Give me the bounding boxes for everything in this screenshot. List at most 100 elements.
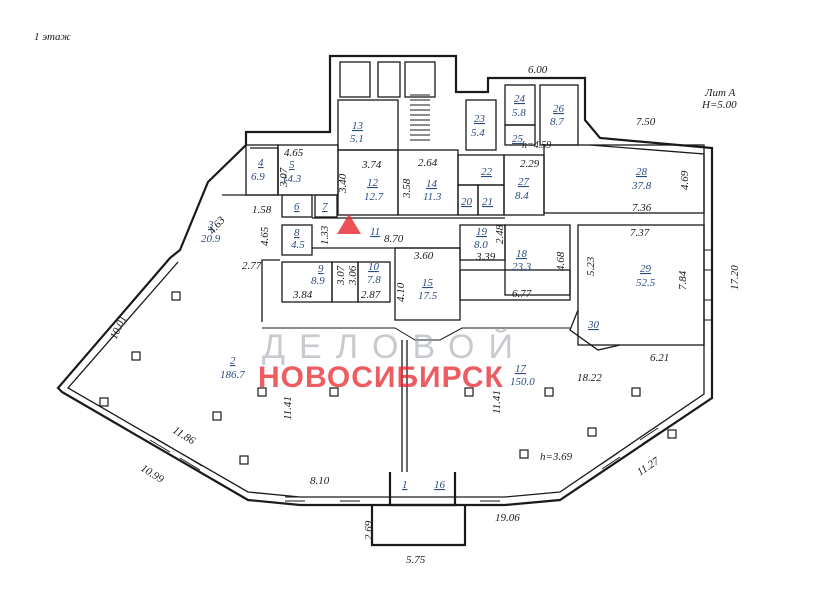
dimension: 4.65 xyxy=(284,147,304,159)
window-ticks xyxy=(149,249,712,502)
dimension: 4.10 xyxy=(395,282,407,302)
watermark-line2: НОВОСИБИРСК xyxy=(258,361,504,394)
room-number: 19 xyxy=(476,226,488,238)
room-area: 11.3 xyxy=(423,191,442,203)
dimension: 5.75 xyxy=(406,554,426,566)
dimension: 3.74 xyxy=(361,159,382,171)
dimension-labels: 6.00 7.50 4.65 3.74 2.64 2.29 3.07 3.40 … xyxy=(108,64,741,566)
watermark-line1: ДЕЛОВОЙ xyxy=(262,328,527,366)
dimension: 2.64 xyxy=(418,157,438,169)
room-area: 17.5 xyxy=(418,290,438,302)
dimension: 6.77 xyxy=(512,288,532,300)
room-area: 5.8 xyxy=(512,107,526,119)
room-number: 14 xyxy=(426,178,438,190)
room-number: 21 xyxy=(482,196,493,208)
dimension: 5.23 xyxy=(585,256,597,276)
dimension: 11.86 xyxy=(170,424,197,447)
building-letter: Лит А xyxy=(704,87,736,99)
dimension: 2.77 xyxy=(242,260,262,272)
dimension: 8.10 xyxy=(310,475,330,487)
room-area: 4.5 xyxy=(291,239,305,251)
dimension: 1.33 xyxy=(319,225,331,245)
dimension: 3.07 xyxy=(335,265,347,286)
dimension: 10.99 xyxy=(138,462,166,486)
dimension: 3.07 xyxy=(278,167,290,188)
room-area: 186.7 xyxy=(220,369,245,381)
room-number: 25 xyxy=(512,133,524,145)
dimension: 3.60 xyxy=(413,250,434,262)
room-number: 1 xyxy=(402,479,408,491)
dimension: 11.41 xyxy=(282,396,294,420)
dimension: 4.69 xyxy=(679,170,691,190)
room-number: 17 xyxy=(515,363,527,375)
dimension: 2.29 xyxy=(520,158,540,170)
room-number: 10 xyxy=(368,261,380,273)
room-number: 11 xyxy=(370,226,380,238)
dimension: 3.40 xyxy=(337,173,349,194)
dimension: 2.48 xyxy=(494,224,506,244)
dimension: 7.36 xyxy=(632,202,652,214)
dimension: 6.21 xyxy=(650,352,669,364)
room-number: 26 xyxy=(553,103,565,115)
dimension: 10.01 xyxy=(108,314,130,342)
dimension: 6.00 xyxy=(528,64,548,76)
room-number: 5 xyxy=(289,159,295,171)
stairs xyxy=(410,94,430,141)
room-number: 7 xyxy=(322,201,328,213)
dimension: 8.70 xyxy=(384,233,404,245)
dimension: 3.58 xyxy=(401,178,413,199)
room-area: 150.0 xyxy=(510,376,535,388)
dimension: 3.84 xyxy=(292,289,313,301)
room-number: 12 xyxy=(367,177,379,189)
dimension: 19.06 xyxy=(495,512,520,524)
dimension: 3.06 xyxy=(347,265,359,286)
dimension: 18.22 xyxy=(577,372,602,384)
room-area: 8.7 xyxy=(550,116,564,128)
room-area: 5.4 xyxy=(471,127,485,139)
room-number: 2 xyxy=(230,355,236,367)
room-area: 37.8 xyxy=(631,180,652,192)
dimension: 2.87 xyxy=(361,289,381,301)
ceiling-height-upper: h=4.59 xyxy=(522,140,551,151)
dimension: 4.65 xyxy=(259,226,271,246)
room-number: 6 xyxy=(294,201,300,213)
room-number: 18 xyxy=(516,248,528,260)
room-area: 14.3 xyxy=(282,173,302,185)
floor-label: 1 этаж xyxy=(34,31,72,43)
dimension: 4.68 xyxy=(555,251,567,271)
dimension: 3.39 xyxy=(475,251,496,263)
building-height: H=5.00 xyxy=(701,99,737,111)
room-number: 20 xyxy=(461,196,473,208)
dimension: 11.27 xyxy=(635,455,662,479)
room-number: 3 xyxy=(207,219,214,231)
room-number: 13 xyxy=(352,120,364,132)
room-number: 15 xyxy=(422,277,434,289)
room-area: 12.7 xyxy=(364,191,384,203)
room-labels: 1 2 186.7 3 20.9 4 6.9 5 14.3 6 7 8 4.5 … xyxy=(201,93,656,491)
room-number: 23 xyxy=(474,113,486,125)
dimension: 1.58 xyxy=(252,204,272,216)
columns xyxy=(99,291,677,465)
dimension: 11.41 xyxy=(491,390,503,414)
room-area: 7.8 xyxy=(367,274,381,286)
room-number: 29 xyxy=(640,263,652,275)
dimension: 7.50 xyxy=(636,116,656,128)
dimension: 17.20 xyxy=(729,265,741,290)
room-number: 24 xyxy=(514,93,526,105)
room-number: 28 xyxy=(636,166,648,178)
room-number: 8 xyxy=(294,227,300,239)
room-area: 8.0 xyxy=(474,239,488,251)
room-area: 8.4 xyxy=(515,190,529,202)
red-triangle-marker xyxy=(337,214,361,234)
room-area: 8.9 xyxy=(311,275,325,287)
room-area: 23.3 xyxy=(512,261,532,273)
dimension: 7.37 xyxy=(630,227,650,239)
dimension: 7.84 xyxy=(677,270,689,290)
room-number: 27 xyxy=(518,176,530,188)
dimension: 2.69 xyxy=(363,520,375,540)
room-area: 20.9 xyxy=(201,233,221,245)
room-number: 9 xyxy=(318,263,324,275)
room-area: 52.5 xyxy=(636,277,656,289)
room-number: 16 xyxy=(434,479,446,491)
